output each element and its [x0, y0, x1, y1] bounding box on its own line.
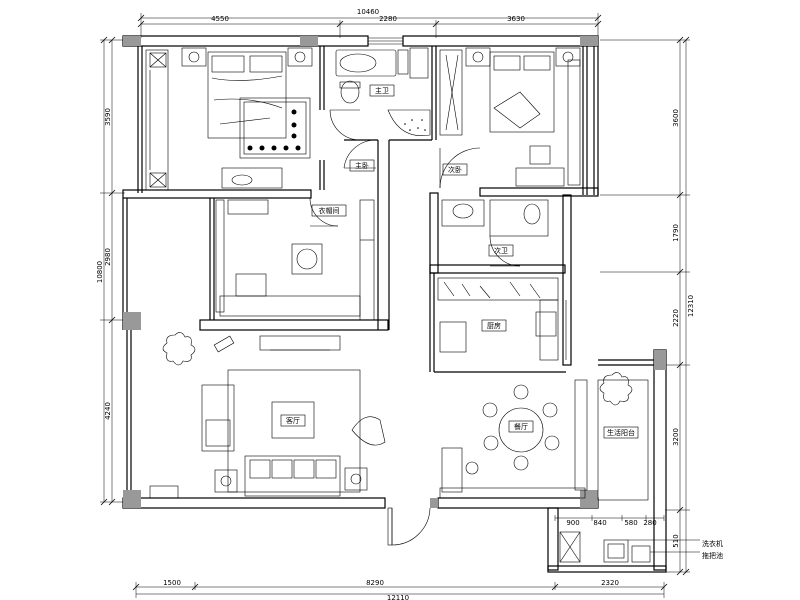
dimension-lines	[100, 13, 690, 598]
second-bath-fixtures	[441, 199, 549, 267]
master-bedroom-furniture	[145, 47, 313, 191]
dim-top-3: 3630	[507, 15, 525, 23]
label-dining: 餐厅	[514, 422, 528, 431]
dim-bottom-total: 12110	[387, 594, 409, 600]
dim-right-total: 12310	[687, 295, 695, 317]
dim-bottom-3: 2320	[601, 579, 619, 587]
dim-right-1: 3600	[672, 109, 680, 127]
dim-top-total: 10460	[357, 8, 379, 16]
label-balcony: 生活阳台	[607, 428, 635, 437]
dim-left-2: 2980	[104, 248, 112, 266]
master-bath-fixtures	[329, 47, 431, 141]
dimension-ticks	[100, 14, 690, 591]
room-labels: 主卫 主卧 次卧 衣帽间 次卫 厨房 客厅 餐厅 生活阳台	[286, 86, 635, 437]
second-bedroom-furniture	[439, 47, 581, 187]
dim-top-2: 2280	[379, 15, 397, 23]
dimension-texts: 10460 4550 2280 3630 1500 8290 2320 1211…	[96, 8, 695, 600]
label-second-bed: 次卧	[448, 165, 462, 174]
dim-right-3: 2220	[672, 309, 680, 327]
label-master-bath: 主卫	[375, 86, 389, 95]
dim-balcony-3: 580	[624, 519, 637, 527]
dim-left-1: 3590	[104, 108, 112, 126]
annotation-mop-sink: 拖把池	[702, 551, 723, 560]
dim-balcony-4: 280	[643, 519, 656, 527]
dim-balcony-1: 900	[566, 519, 579, 527]
label-kitchen: 厨房	[487, 321, 501, 330]
dim-balcony-2: 840	[593, 519, 606, 527]
rug-stars	[247, 109, 301, 151]
annotations: 洗衣机 拖把池	[702, 539, 723, 560]
master-bed-door	[343, 139, 377, 169]
label-living: 客厅	[286, 416, 300, 425]
dim-left-total: 10800	[96, 261, 104, 283]
label-boxes	[280, 84, 639, 439]
wall-fills	[123, 36, 666, 508]
dim-right-4: 3200	[672, 428, 680, 446]
dim-left-3: 4240	[104, 402, 112, 420]
dim-bottom-2: 8290	[366, 579, 384, 587]
kitchen-fixtures	[437, 277, 567, 361]
dim-bottom-1: 1500	[163, 579, 181, 587]
annotation-washer: 洗衣机	[702, 539, 723, 548]
plant-icons	[162, 332, 633, 406]
dim-top-1: 4550	[211, 15, 229, 23]
living-furniture	[149, 335, 386, 499]
label-master-bed: 主卧	[355, 161, 369, 170]
dim-right-2: 1790	[672, 224, 680, 242]
closet-furniture	[215, 197, 375, 321]
balcony-fixtures	[559, 379, 700, 563]
label-second-bath: 次卫	[494, 246, 508, 255]
dim-right-5: 510	[672, 534, 680, 547]
shower-dots	[404, 119, 426, 131]
entrance-door	[387, 507, 431, 546]
second-bed-door	[439, 147, 481, 189]
label-closet: 衣帽间	[319, 206, 340, 215]
dining-furniture	[439, 379, 588, 499]
